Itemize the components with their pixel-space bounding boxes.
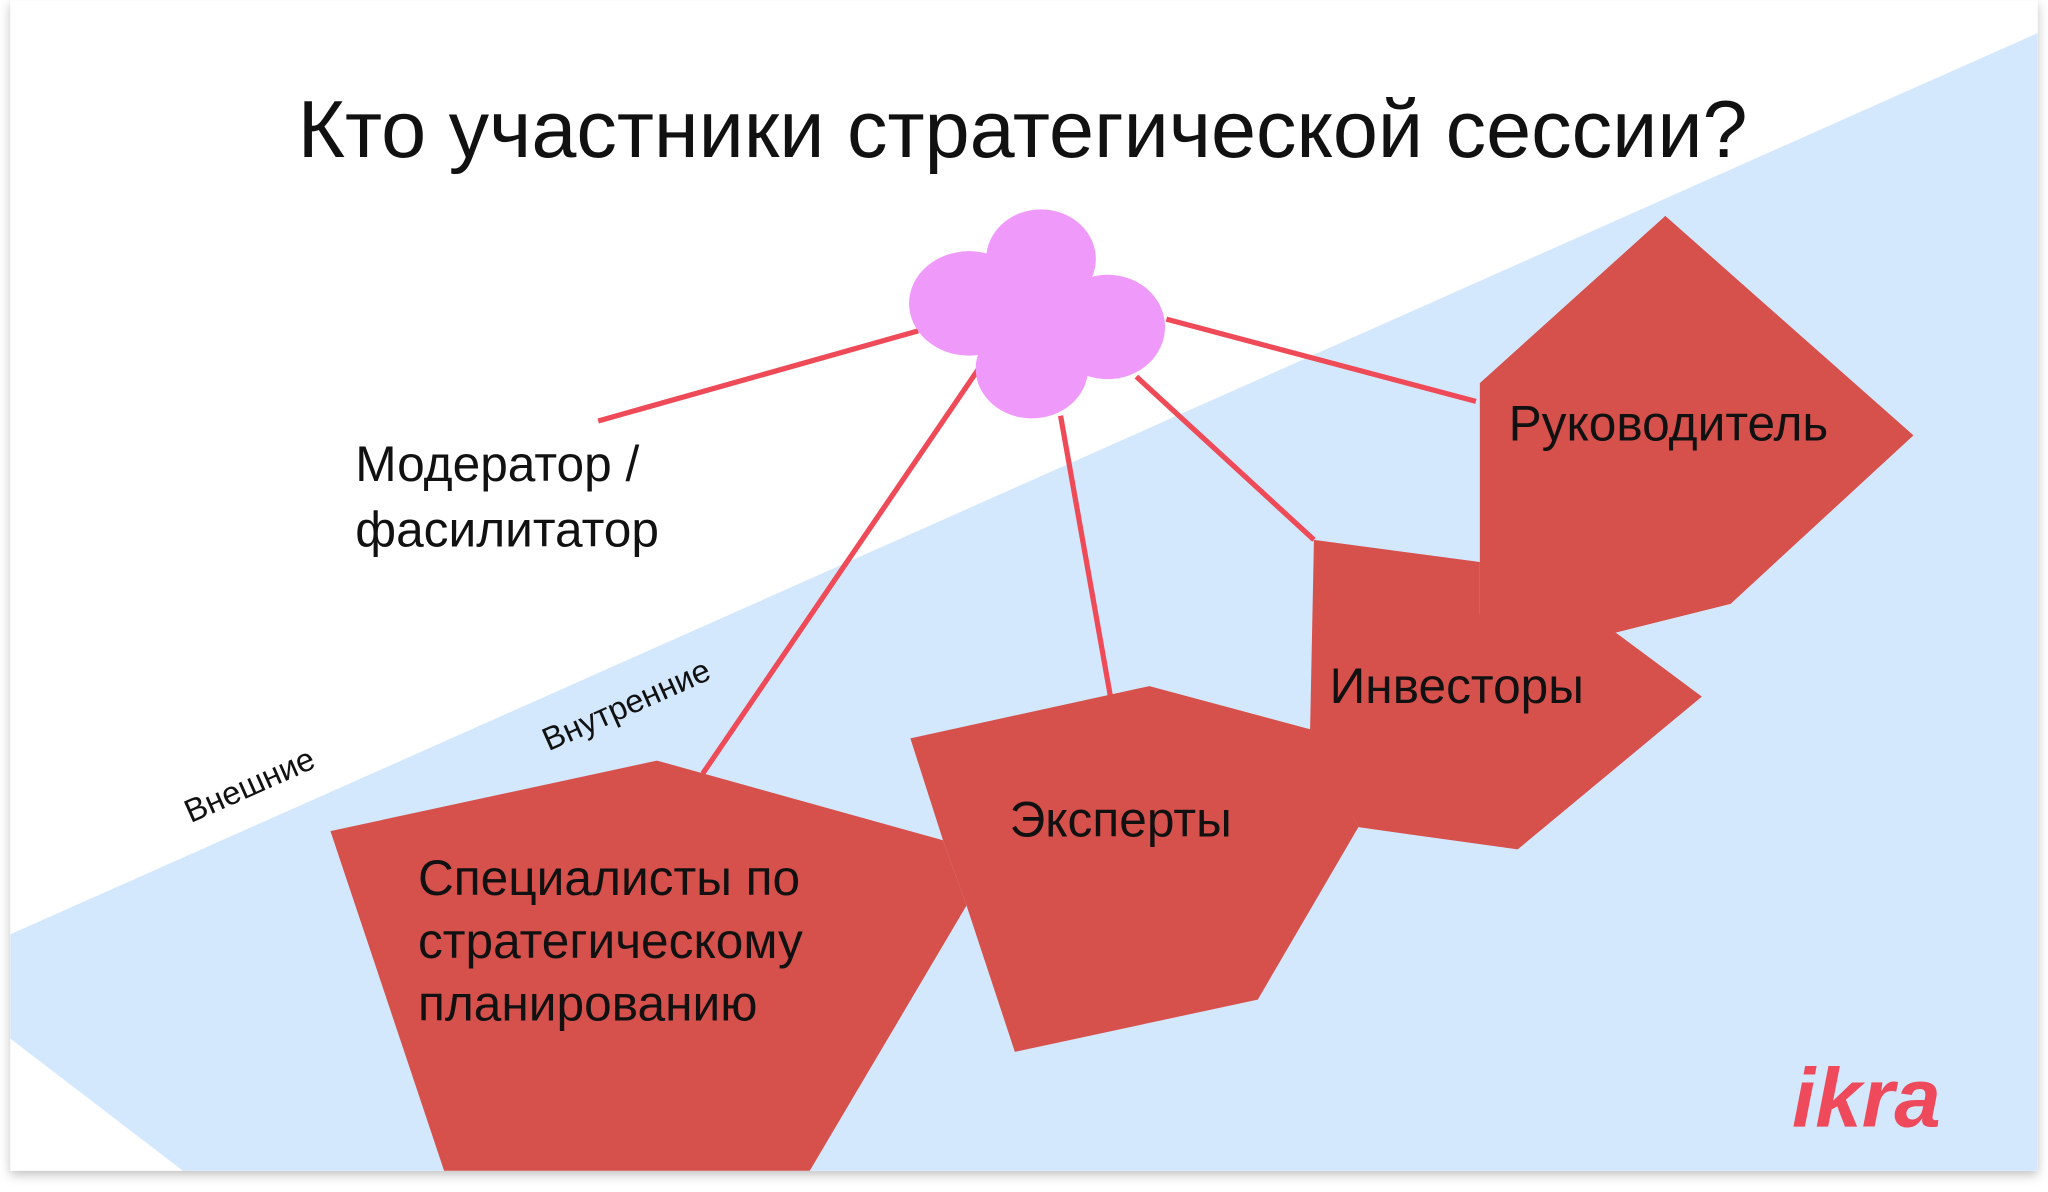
moderator-flower-icon — [909, 209, 1166, 419]
moderator-label-line1: Модератор / — [355, 436, 639, 492]
leader-shape — [1479, 215, 1914, 633]
page-title: Кто участники стратегической сессии? — [298, 85, 1748, 175]
line-specialists — [700, 362, 985, 776]
specialists-label-line2: стратегическому — [418, 913, 803, 969]
line-moderator — [597, 328, 919, 424]
experts-label: Эксперты — [1010, 791, 1232, 847]
specialists-label-line1: Специалисты по — [418, 850, 800, 906]
experts-shape — [910, 686, 1359, 1052]
line-leader — [1165, 316, 1477, 404]
moderator-label-line2: фасилитатор — [355, 501, 659, 557]
line-experts — [1057, 415, 1113, 696]
leader-label: Руководитель — [1509, 396, 1829, 452]
specialists-shape — [330, 760, 967, 1171]
line-investors — [1134, 374, 1316, 542]
ikra-logo: ikra — [1792, 1050, 1941, 1144]
connector-lines — [597, 316, 1477, 776]
investors-label: Инвесторы — [1330, 658, 1584, 714]
investors-shape — [1310, 539, 1702, 850]
specialists-label-line3: планированию — [418, 975, 757, 1031]
